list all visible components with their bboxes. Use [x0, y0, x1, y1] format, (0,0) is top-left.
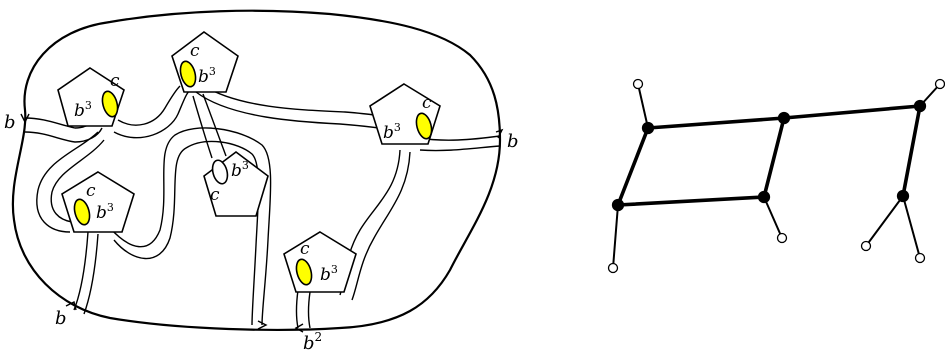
pentagon-label-b: b3	[320, 263, 338, 285]
graph-edge	[865, 195, 904, 247]
graph-edge	[612, 204, 619, 269]
graph-vertices	[607, 78, 945, 274]
graph-edge	[902, 195, 921, 259]
graph-diagram	[607, 78, 945, 274]
surface-diagram: b b b b2 c b3 c b3 c b3 c b3	[4, 9, 519, 354]
pentagon-label-b: b3	[198, 65, 216, 87]
pentagon-label-b: b3	[383, 121, 401, 143]
pentagon-label-c: c	[86, 181, 96, 201]
boundary-label-bottom-left: b	[55, 308, 67, 329]
outer-boundary	[11, 9, 502, 331]
pentagon-5: c b3	[369, 83, 441, 145]
yellow-disk	[101, 90, 119, 118]
open-vertex	[776, 232, 788, 244]
pentagon-label-b: b3	[231, 159, 249, 181]
pentagon-label-b: b3	[96, 201, 114, 223]
boundary-label-left: b	[4, 112, 16, 133]
yellow-disk	[415, 112, 433, 140]
pentagon-6: c b3	[283, 231, 357, 293]
graph-edges	[612, 83, 941, 269]
yellow-disk	[295, 258, 313, 286]
pentagon-label-b: b3	[74, 99, 92, 121]
pentagon-label-c: c	[210, 185, 220, 205]
graph-edge	[762, 116, 786, 199]
boundary-label-bottom-right: b2	[303, 330, 322, 354]
graph-edge	[637, 83, 649, 129]
filled-vertex	[777, 111, 791, 125]
filled-vertex	[611, 198, 625, 212]
pentagon-3: c b3	[203, 151, 269, 217]
open-vertex	[914, 252, 926, 264]
yellow-disk	[211, 159, 229, 185]
pentagon-1: c b3	[57, 67, 125, 127]
graph-edge	[616, 126, 650, 207]
open-vertex	[632, 78, 644, 90]
pentagon-label-c: c	[190, 41, 200, 61]
boundary-label-right: b	[507, 131, 519, 152]
boundary-arrows	[20, 113, 504, 333]
pentagon-label-c: c	[300, 239, 310, 259]
graph-edge	[763, 196, 783, 239]
filled-vertex	[913, 99, 927, 113]
open-vertex	[607, 262, 619, 274]
graph-edge	[901, 104, 922, 198]
graph-edge	[616, 195, 766, 207]
pentagon-4: c b3	[61, 171, 135, 233]
pentagon-label-c: c	[422, 93, 432, 113]
open-vertex	[860, 240, 872, 252]
graph-edge	[646, 116, 786, 130]
yellow-disk	[73, 198, 91, 226]
filled-vertex	[641, 121, 655, 135]
yellow-disk	[179, 60, 197, 88]
pentagon-label-c: c	[110, 71, 120, 91]
filled-vertex	[757, 190, 771, 204]
pentagon-2: c b3	[171, 31, 239, 93]
filled-vertex	[896, 189, 910, 203]
graph-edge	[782, 104, 922, 120]
bands	[24, 85, 501, 329]
open-vertex	[934, 78, 945, 90]
